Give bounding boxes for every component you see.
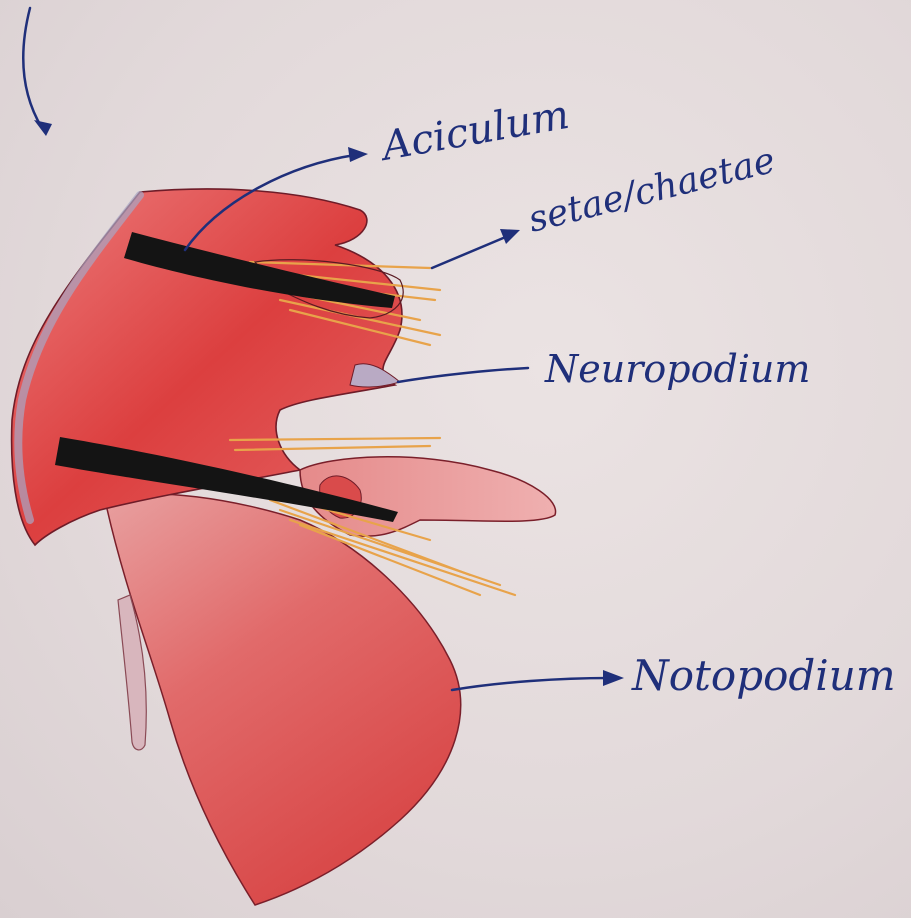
corner-arrow: [23, 8, 52, 136]
notopodium-shape: [105, 494, 461, 905]
neuropodium-tip: [350, 364, 400, 387]
notopodium-pointer: [452, 670, 624, 690]
setae-pointer: [432, 229, 520, 268]
label-aciculum: Aciculum: [375, 92, 573, 171]
neuropodium-pointer: [398, 368, 528, 382]
label-neuropodium: Neuropodium: [544, 347, 810, 391]
label-notopodium: Notopodium: [631, 651, 896, 700]
label-setae-chaetae: setae/chaetae: [524, 140, 779, 241]
